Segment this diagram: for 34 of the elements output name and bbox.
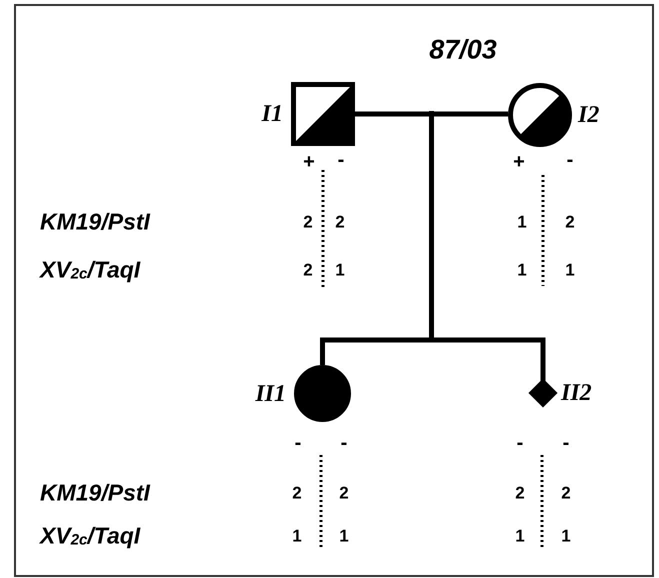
allele-number: 1	[565, 262, 575, 278]
allele-number: 2	[303, 262, 313, 278]
allele-number: 1	[292, 528, 302, 544]
allele-number: 1	[515, 528, 525, 544]
allele-sign: +	[303, 152, 315, 172]
allele-sign: -	[340, 433, 348, 453]
allele-sign: -	[294, 433, 302, 453]
allele-sign: +	[513, 152, 525, 172]
allele-number: 2	[339, 484, 349, 502]
allele-number: 1	[335, 262, 345, 278]
allele-sign: -	[562, 433, 570, 453]
marker-name: KM19/PstI	[40, 482, 150, 504]
allele-number: 2	[292, 484, 302, 502]
marker-name: KM19/PstI	[40, 210, 150, 234]
generation-label: II2	[561, 381, 592, 405]
marker-name: XV$_{2c}$/TaqI	[40, 258, 140, 282]
pedigree-title: 87/03	[429, 36, 497, 64]
allele-number: 2	[565, 214, 575, 230]
generation-label: I1	[262, 102, 283, 126]
allele-number: 2	[561, 484, 571, 502]
allele-number: 2	[303, 214, 313, 230]
allele-number: 1	[517, 214, 527, 230]
allele-number: 1	[517, 262, 527, 278]
allele-number: 1	[339, 528, 349, 544]
allele-number: 2	[515, 484, 525, 502]
allele-number: 1	[561, 528, 571, 544]
allele-sign: -	[566, 150, 574, 170]
pedigree-line	[320, 108, 546, 384]
generation-label: II1	[255, 382, 286, 406]
allele-sign: -	[338, 150, 344, 170]
generation-label: I2	[578, 103, 600, 127]
allele-sign: -	[516, 433, 524, 453]
marker-name: XV$_{2c}$/TaqI	[40, 524, 140, 548]
allele-number: 2	[335, 214, 345, 230]
